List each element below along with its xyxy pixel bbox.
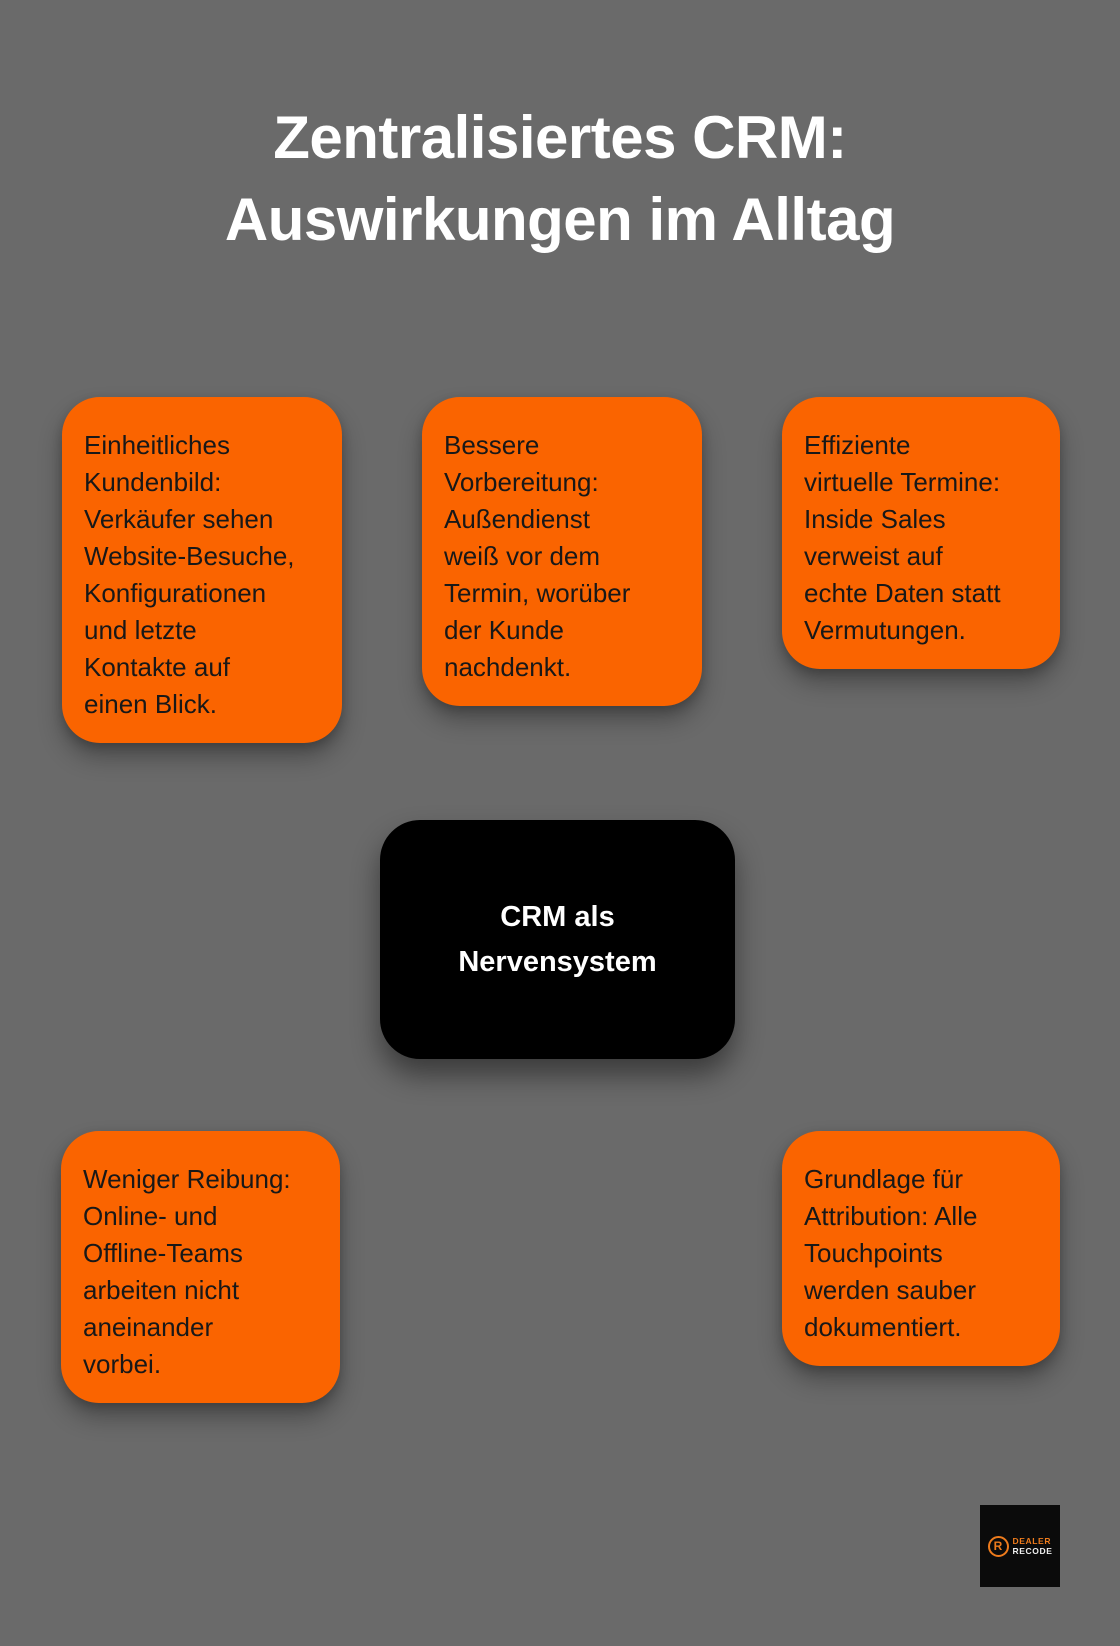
card-efficient-virtual-appointments: Effiziente virtuelle Termine: Inside Sal…: [782, 397, 1060, 669]
card-efficient-virtual-appointments-text: Effiziente virtuelle Termine: Inside Sal…: [804, 430, 1001, 645]
card-attribution-basis: Grundlage für Attribution: Alle Touchpoi…: [782, 1131, 1060, 1366]
card-better-preparation: Bessere Vorbereitung: Außendienst weiß v…: [422, 397, 702, 706]
card-attribution-basis-text: Grundlage für Attribution: Alle Touchpoi…: [804, 1164, 978, 1342]
card-better-preparation-text: Bessere Vorbereitung: Außendienst weiß v…: [444, 430, 631, 682]
card-less-friction-text: Weniger Reibung: Online- und Offline-Tea…: [83, 1164, 291, 1379]
logo-text-recode: RECODE: [1012, 1546, 1053, 1556]
card-less-friction: Weniger Reibung: Online- und Offline-Tea…: [61, 1131, 340, 1403]
logo-text-dealer: DEALER: [1012, 1536, 1052, 1546]
brand-logo: R DEALER RECODE: [980, 1505, 1060, 1587]
dealer-recode-r-icon: R: [987, 1535, 1009, 1557]
card-unified-customer-view-text: Einheitliches Kundenbild: Verkäufer sehe…: [84, 430, 295, 719]
page-title: Zentralisiertes CRM: Auswirkungen im All…: [224, 104, 896, 253]
central-node-crm-nervensystem: CRM als Nervensystem: [380, 820, 735, 1059]
brand-logo-wordmark: DEALER RECODE: [1013, 1536, 1053, 1556]
card-unified-customer-view: Einheitliches Kundenbild: Verkäufer sehe…: [62, 397, 342, 743]
central-node-label: CRM als Nervensystem: [458, 900, 657, 978]
